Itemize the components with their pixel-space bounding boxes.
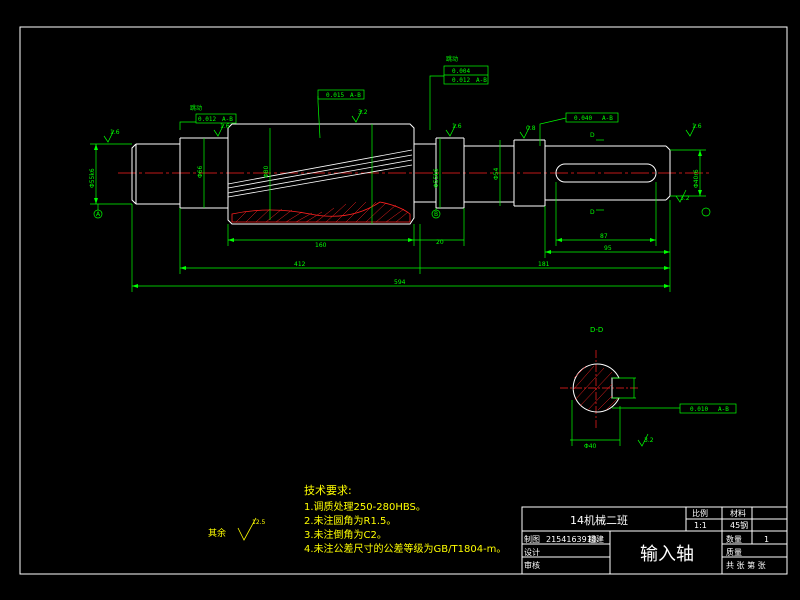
section-marks xyxy=(596,139,604,211)
tb-part-name: 输入轴 xyxy=(640,544,694,565)
tolerance-frame-mid: 0.015 A-B xyxy=(317,89,365,100)
tol-right-bottom-datum: A-B xyxy=(476,77,487,84)
other-roughness: 其余 12.5 xyxy=(208,517,266,541)
section-hatch xyxy=(572,365,619,411)
dim-len-gear: 160 xyxy=(315,242,327,249)
ra-4: 1.6 xyxy=(452,123,462,130)
shaft-section-hatch xyxy=(231,201,411,223)
hatch-lines xyxy=(235,201,409,223)
dim-len-left: 412 xyxy=(294,261,306,268)
tb-review-label: 审核 xyxy=(524,560,540,570)
notes-item-4: 4.未注公差尺寸的公差等级为GB/T1804-m。 xyxy=(304,542,506,555)
tb-material-value: 45钢 xyxy=(730,520,748,530)
ra-6: 1.6 xyxy=(692,123,702,130)
drawing-border xyxy=(19,26,788,575)
ra-7: 3.2 xyxy=(680,195,690,202)
tb-qty-label: 数量 xyxy=(726,534,742,544)
datum-a: A xyxy=(96,211,101,218)
dim-len-total: 594 xyxy=(394,279,406,286)
section-roughness: 3.2 xyxy=(644,437,654,444)
section-tol-value: 0.010 xyxy=(690,406,708,413)
shaft-main-view: 0.012 A-B 跳动 0.015 A-B 跳动 0.004 0.012 A-… xyxy=(89,55,712,292)
tol-mid-datum: A-B xyxy=(350,92,361,99)
ra-1: 1.6 xyxy=(110,129,120,136)
roughness-values: 1.6 1.6 3.2 1.6 0.8 1.6 3.2 xyxy=(110,109,702,202)
shaft-outline xyxy=(131,123,671,225)
tol-mid-value: 0.015 xyxy=(326,92,344,99)
dimension-arrows xyxy=(94,144,702,288)
dim-d-mid-r: Φ54 xyxy=(493,167,500,180)
other-roughness-value: 12.5 xyxy=(252,519,266,526)
tb-sheet-label: 共 张 第 张 xyxy=(726,560,766,570)
tolerance-frame-left: 0.012 A-B 跳动 xyxy=(190,104,237,124)
dim-d-shoulder: Φ66 xyxy=(197,165,204,178)
section-tol-datum: A-B xyxy=(718,406,729,413)
tb-material-label: 材料 xyxy=(730,508,746,518)
dim-len-key-section: 95 xyxy=(604,245,612,252)
notes-item-2: 2.未注圆角为R1.5。 xyxy=(304,514,396,527)
tb-scale-label: 比例 xyxy=(692,508,708,518)
ra-2: 1.6 xyxy=(220,123,230,130)
section-view-dd: D-D 0.010 A-B Φ40 3.2 xyxy=(560,326,737,450)
tb-drawn-value: 2154163918 xyxy=(546,535,597,544)
section-mark-bottom: D xyxy=(590,209,595,216)
tolerance-frame-keyway: 0.040 A-B xyxy=(565,112,619,123)
tol-right-bottom-value: 0.012 xyxy=(452,77,470,84)
datum-markers: A B xyxy=(93,204,711,219)
tol-right-label: 跳动 xyxy=(446,55,458,63)
notes-title: 技术要求: xyxy=(304,484,352,497)
tb-design-label: 设计 xyxy=(524,547,540,557)
ra-5: 0.8 xyxy=(526,125,536,132)
tol-left-value: 0.012 xyxy=(198,116,216,123)
tb-scale-value: 1:1 xyxy=(694,521,707,530)
section-title: D-D xyxy=(590,326,603,334)
tb-drawn-label: 制图 xyxy=(524,534,540,544)
tol-left-datum: A-B xyxy=(222,116,233,123)
dim-len-keyway: 87 xyxy=(600,233,608,240)
notes-item-3: 3.未注倒角为C2。 xyxy=(304,528,387,541)
tb-qty-value: 1 xyxy=(764,535,769,544)
gear-helix-lines xyxy=(227,149,413,198)
tb-drawn-name: 祖建 xyxy=(588,534,604,544)
notes-item-1: 1.调质处理250-280HBS。 xyxy=(304,501,426,513)
other-roughness-label: 其余 xyxy=(208,527,226,539)
roughness-symbols xyxy=(103,109,697,203)
tol-left-label: 跳动 xyxy=(190,104,202,112)
section-dimension: Φ40 xyxy=(584,443,597,450)
tol-keyway-value: 0.040 xyxy=(574,115,592,122)
dim-d-bearing-r: Φ55k6 xyxy=(433,168,440,188)
dim-len-right: 181 xyxy=(538,261,550,268)
tb-class-name: 14机械二班 xyxy=(570,513,628,527)
tolerance-frame-right: 跳动 0.004 0.012 A-B xyxy=(443,55,489,85)
tol-right-top-value: 0.004 xyxy=(452,68,470,75)
tol-keyway-datum: A-B xyxy=(602,115,613,122)
dimension-lines xyxy=(90,75,706,292)
ra-3: 3.2 xyxy=(358,109,368,116)
section-mark-top: D xyxy=(590,132,595,139)
title-block-text: 14机械二班 比例 1:1 材料 45钢 制图 2154163918 祖建 设计… xyxy=(524,508,769,570)
dim-d-gear: Φ80 xyxy=(263,165,270,178)
datum-b: B xyxy=(434,211,438,218)
dimension-labels: Φ55k6 Φ66 Φ80 Φ55k6 Φ54 Φ40r6 160 20 87 … xyxy=(89,165,700,286)
tb-mass-label: 质量 xyxy=(726,547,742,557)
title-block xyxy=(521,506,788,575)
technical-notes: 技术要求: 1.调质处理250-280HBS。 2.未注圆角为R1.5。 3.未… xyxy=(304,484,506,555)
dim-len-sleeve: 20 xyxy=(436,239,444,246)
dim-d-right-end: Φ40r6 xyxy=(693,169,700,188)
dim-d-left: Φ55k6 xyxy=(89,168,96,188)
